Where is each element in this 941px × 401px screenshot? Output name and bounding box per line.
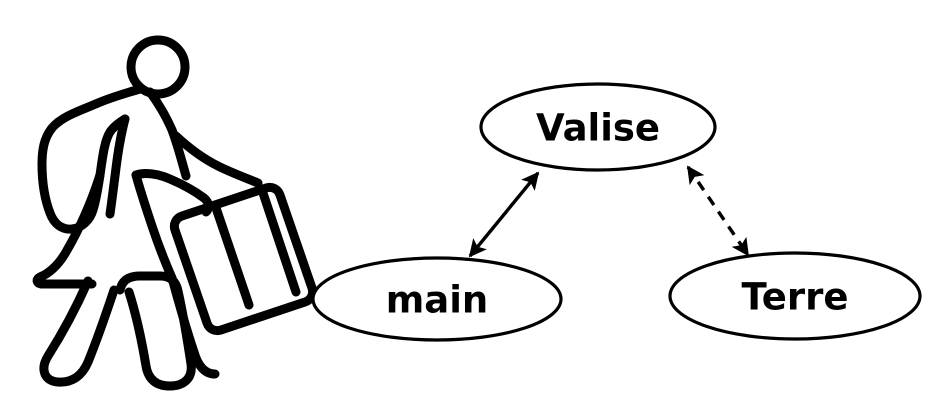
node-main-label: main bbox=[386, 279, 489, 322]
figure-coat-silhouette bbox=[32, 170, 105, 289]
figure-sleeve-fold bbox=[105, 114, 130, 219]
node-terre-label: Terre bbox=[741, 276, 848, 319]
edge-main-valise bbox=[468, 171, 540, 258]
suitcase-strap-right bbox=[257, 185, 301, 297]
node-main-ellipse[interactable] bbox=[311, 256, 563, 342]
figure-head-icon bbox=[126, 35, 190, 99]
figure-body-outline bbox=[37, 84, 145, 234]
figure-shoulder-front bbox=[145, 87, 191, 181]
figure-leg-back bbox=[39, 276, 119, 387]
node-terre[interactable]: Terre bbox=[668, 251, 922, 341]
figure-leg-front bbox=[115, 271, 196, 391]
edge-main-valise-line bbox=[468, 171, 540, 258]
figure-hand-inner bbox=[131, 170, 177, 283]
figure-thigh-line bbox=[167, 273, 220, 379]
suitcase-strap-left bbox=[210, 200, 254, 310]
node-terre-ellipse[interactable] bbox=[668, 251, 922, 341]
node-valise-ellipse[interactable] bbox=[479, 82, 717, 172]
person-carrying-suitcase-illustration bbox=[32, 35, 318, 391]
edge-valise-terre-line bbox=[686, 165, 750, 257]
node-valise[interactable]: Valise bbox=[479, 82, 717, 172]
edge-valise-terre bbox=[686, 165, 750, 257]
node-main[interactable]: main bbox=[311, 256, 563, 342]
node-valise-label: Valise bbox=[536, 107, 660, 150]
figure-arm bbox=[171, 131, 263, 188]
suitcase-body-outline bbox=[169, 182, 318, 336]
